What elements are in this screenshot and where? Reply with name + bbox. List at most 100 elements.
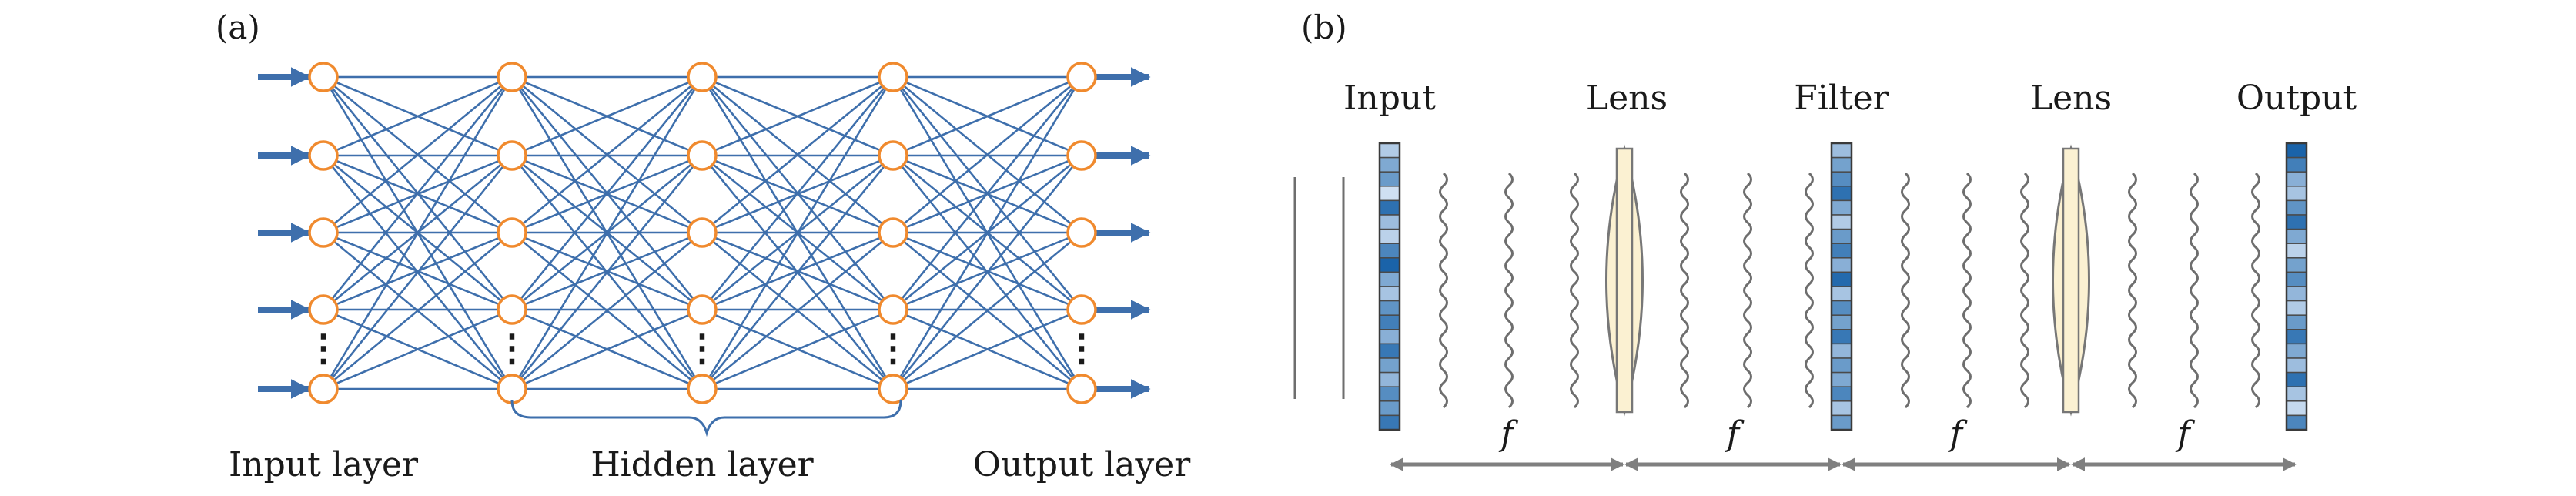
- pixel-cell: [2286, 386, 2307, 402]
- neuron-node: [687, 374, 718, 404]
- hidden-layer-brace: [510, 400, 902, 437]
- neuron-node: [1066, 62, 1097, 92]
- panel-a-label: (a): [216, 8, 260, 46]
- pixel-cell: [1379, 329, 1400, 345]
- pixel-cell: [2286, 329, 2307, 345]
- pixel-cell: [2286, 271, 2307, 287]
- pixel-cell: [2286, 314, 2307, 330]
- connection-line: [892, 76, 1083, 310]
- pixel-cell: [2286, 414, 2307, 431]
- pixel-cell: [2286, 171, 2307, 187]
- strip-border: [1830, 142, 1853, 431]
- connection-line: [701, 308, 894, 390]
- connection-line: [510, 155, 704, 390]
- neuron-node: [497, 62, 527, 92]
- input-pixel-strip: [1378, 142, 1401, 431]
- pixel-cell: [1831, 156, 1852, 173]
- neuron-node: [1066, 294, 1097, 325]
- connection-line: [322, 76, 514, 390]
- lens-1: [1605, 144, 1644, 417]
- strip-border: [2285, 142, 2308, 431]
- ellipsis-dots: ⋮: [493, 327, 530, 370]
- pixel-cell: [1831, 314, 1852, 330]
- network-connections: [322, 75, 1083, 390]
- io-arrows: [258, 67, 1151, 399]
- connection-line: [892, 231, 1082, 390]
- neuron-node: [497, 217, 527, 248]
- pixel-cell: [1379, 228, 1400, 244]
- neuron-node: [1066, 217, 1097, 248]
- curved-wavefront: [2020, 172, 2029, 409]
- connection-line: [511, 231, 703, 390]
- filter-pixel-strip: [1830, 142, 1853, 431]
- curved-wavefront: [1805, 172, 1814, 409]
- connection-line: [701, 75, 894, 234]
- pixel-cell: [1379, 156, 1400, 173]
- connection-line: [701, 75, 894, 157]
- lens-2-label: Lens: [2030, 79, 2112, 118]
- neuron-node: [878, 62, 908, 92]
- output-layer-caption: Output layer: [973, 445, 1191, 484]
- connection-line: [323, 75, 513, 234]
- pixel-cell: [2286, 400, 2307, 417]
- connection-line: [511, 75, 703, 234]
- ellipsis-dots: ⋮⋮⋮⋮⋮: [305, 327, 1100, 370]
- pixel-cell: [1379, 343, 1400, 359]
- pixel-cell: [2286, 186, 2307, 202]
- connection-line: [701, 155, 895, 390]
- neuron-node: [878, 140, 908, 171]
- focal-length-label: f: [2175, 414, 2195, 454]
- connection-line: [892, 75, 1082, 157]
- pixel-cell: [1379, 314, 1400, 330]
- pixel-cell: [1831, 171, 1852, 187]
- neuron-node: [308, 294, 339, 325]
- pixel-cell: [2286, 214, 2307, 230]
- pixel-cell: [1379, 214, 1400, 230]
- output-pixel-strip: [2285, 142, 2308, 431]
- pixel-cell: [1379, 400, 1400, 417]
- input-component-label: Input: [1343, 79, 1436, 118]
- connection-line: [511, 308, 703, 390]
- pixel-cell: [1831, 371, 1852, 387]
- pixel-cell: [1379, 171, 1400, 187]
- filter-component-label: Filter: [1794, 79, 1889, 118]
- pixel-cell: [1379, 257, 1400, 273]
- focal-length-label: f: [1725, 414, 1745, 454]
- strip-border: [1378, 142, 1401, 431]
- pixel-cell: [1831, 271, 1852, 287]
- curved-wavefront: [2251, 172, 2260, 409]
- pixel-cell: [2286, 371, 2307, 387]
- curved-wavefront: [1504, 172, 1514, 409]
- neuron-node: [308, 217, 339, 248]
- lens-2: [2052, 144, 2090, 417]
- pixel-cell: [2286, 357, 2307, 374]
- panel-b-label: (b): [1301, 8, 1347, 46]
- curved-wavefront: [1439, 172, 1448, 409]
- pixel-cell: [1831, 199, 1852, 216]
- hidden-layer-caption: Hidden layer: [590, 445, 814, 484]
- connection-line: [892, 155, 1083, 390]
- focal-length-label: f: [1948, 414, 1968, 454]
- ellipsis-dots: ⋮: [875, 327, 912, 370]
- ellipsis-dots: ⋮: [305, 327, 342, 370]
- pixel-cell: [2286, 156, 2307, 173]
- connection-line: [323, 231, 513, 390]
- ellipsis-dots: ⋮: [684, 327, 721, 370]
- pixel-cell: [2286, 142, 2307, 159]
- connection-line: [701, 231, 894, 390]
- pixel-cell: [1831, 386, 1852, 402]
- connection-line: [701, 76, 895, 310]
- connection-line: [511, 75, 703, 157]
- pixel-cell: [1831, 257, 1852, 273]
- connection-line: [892, 308, 1082, 390]
- curved-wavefront: [1570, 172, 1579, 409]
- pixel-cell: [1831, 329, 1852, 345]
- connection-line: [322, 155, 514, 390]
- neuron-node: [878, 374, 908, 404]
- input-layer-caption: Input layer: [229, 445, 419, 484]
- pixel-cell: [1831, 286, 1852, 302]
- connection-line: [892, 75, 1082, 234]
- neuron-node: [687, 294, 718, 325]
- pixel-cell: [2286, 343, 2307, 359]
